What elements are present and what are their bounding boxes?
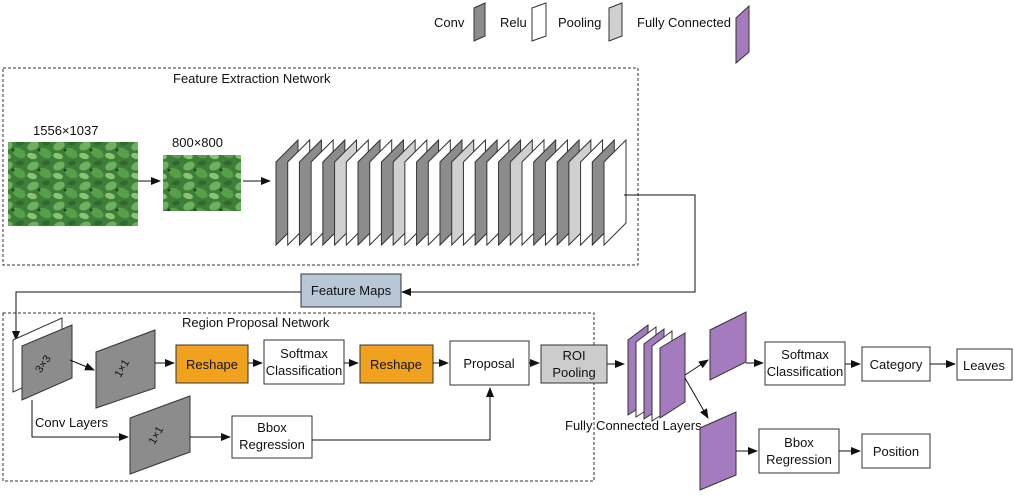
roi-pooling-line1: ROI — [562, 348, 585, 363]
rpn-bbox-box — [231, 415, 313, 459]
fc-layer-stack — [627, 324, 686, 422]
resized-size-label: 800×800 — [172, 135, 223, 150]
legend-fc-label: Fully Connected — [637, 15, 731, 30]
feature-extraction-title: Feature Extraction Network — [173, 71, 331, 86]
rpn-bbox-line2: Regression — [239, 437, 305, 452]
legend-conv-swatch — [473, 2, 486, 42]
legend: Conv Relu Pooling Fully Connected — [434, 2, 750, 65]
feature-maps-box — [300, 273, 402, 308]
roi-pooling-box — [540, 344, 608, 384]
legend-relu-label: Relu — [500, 15, 527, 30]
rpn-softmax-line2: Classification — [266, 363, 343, 378]
backbone-layer-stack — [275, 138, 627, 247]
arrow-fc-to-lower-fc — [684, 377, 709, 419]
head-bbox-line2: Regression — [766, 452, 832, 467]
arrow-bbox-to-proposal — [312, 387, 494, 441]
rpn-conv3x3-layer — [21, 324, 73, 401]
rpn-reshape-box-2 — [359, 344, 434, 384]
roi-pooling-line2: Pooling — [552, 365, 595, 380]
rpn-reshape-box-1 — [175, 344, 249, 384]
conv-layers-label: Conv Layers — [35, 415, 108, 430]
legend-pooling-label: Pooling — [558, 15, 601, 30]
rpn-proposal-label: Proposal — [463, 356, 514, 371]
rpn-conv1x1-bbox-layer — [129, 395, 191, 475]
leaves-box — [956, 348, 1013, 381]
rpn-reshape-label-1: Reshape — [186, 357, 238, 372]
rpn-frame — [2, 312, 595, 482]
arrow-fc-to-upper-fc — [684, 359, 709, 376]
resized-leaf-image — [163, 155, 241, 211]
rpn-conv1x1-cls-layer — [95, 329, 156, 409]
category-box — [861, 346, 931, 382]
legend-relu-swatch — [531, 2, 547, 42]
head-softmax-line2: Classification — [767, 364, 844, 379]
arrow-conv3x3-to-bbox-branch — [31, 400, 129, 441]
rpn-proposal-box — [449, 340, 530, 386]
arrow-backbone-to-feature-maps — [401, 194, 696, 296]
input-size-label: 1556×1037 — [33, 123, 98, 138]
category-label: Category — [870, 357, 923, 372]
rpn-title: Region Proposal Network — [182, 315, 330, 330]
legend-fc-swatch — [735, 4, 750, 65]
fc-layers-label: Fully Connected Layers — [565, 418, 702, 433]
feature-extraction-frame — [2, 67, 639, 266]
rpn-softmax-line1: Softmax — [280, 346, 328, 361]
head-bbox-box — [758, 428, 840, 474]
legend-conv-label: Conv — [434, 15, 465, 30]
feature-maps-label: Feature Maps — [311, 283, 392, 298]
arrow-feature-maps-to-rpn — [12, 291, 301, 341]
relu-layer — [603, 138, 627, 247]
leaves-label: Leaves — [963, 358, 1005, 373]
input-leaf-image — [8, 142, 138, 226]
rpn-reshape-label-2: Reshape — [370, 357, 422, 372]
rpn-softmax-box — [263, 339, 345, 385]
position-box — [861, 433, 931, 469]
fc-layer-bbox-branch — [699, 411, 737, 491]
position-label: Position — [873, 444, 919, 459]
rpn-bbox-line1: Bbox — [257, 420, 287, 435]
fc-layer — [659, 332, 686, 419]
arrow-conv3x3-to-conv1x1 — [69, 359, 95, 371]
head-softmax-line1: Softmax — [781, 347, 829, 362]
head-softmax-box — [764, 341, 846, 386]
head-bbox-line1: Bbox — [784, 435, 814, 450]
legend-pooling-swatch — [608, 2, 623, 42]
fc-layer-cls-branch — [709, 311, 747, 381]
